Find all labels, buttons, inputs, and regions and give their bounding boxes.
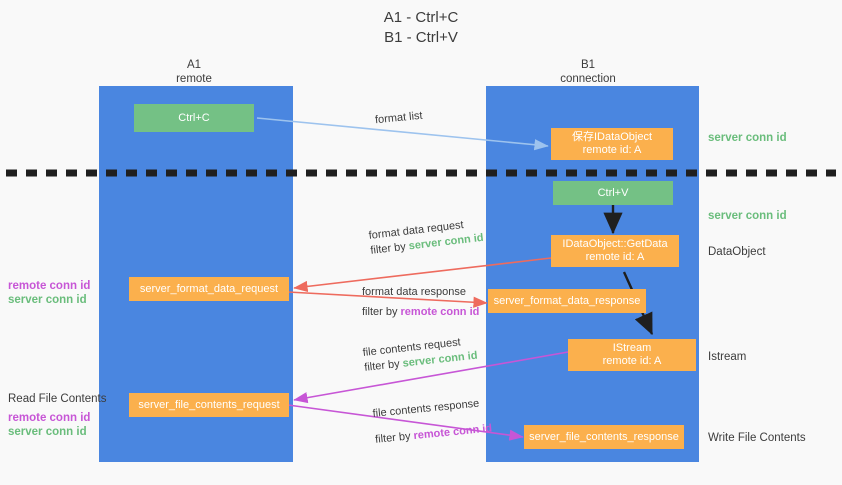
node-getdata-line2: remote id: A <box>585 251 645 263</box>
edge-label-format-list: format list <box>374 109 423 128</box>
node-save-idataobject-line2: remote id: A <box>582 144 642 156</box>
edge-label-file-contents-request: file contents request filter by server c… <box>362 334 478 376</box>
edge-label-fmt-resp-filter-prefix: filter by <box>362 306 401 318</box>
node-ctrl-c[interactable]: Ctrl+C <box>134 104 254 132</box>
label-read-file-contents: Read File Contents <box>8 393 107 405</box>
edge-label-fmt-req-filter-prefix: filter by <box>369 240 410 257</box>
node-ctrl-c-label: Ctrl+C <box>178 111 210 124</box>
node-file-req-label: server_file_contents_request <box>138 398 280 411</box>
lane-header-a1: A1 remote <box>134 58 254 86</box>
node-server-file-contents-response[interactable]: server_file_contents_response <box>524 425 684 449</box>
node-save-idataobject[interactable]: 保存IDataObject remote id: A <box>551 128 673 160</box>
lane-header-a1-name: A1 <box>186 59 202 71</box>
node-istream-line1: IStream <box>612 342 652 354</box>
label-server-conn-id-mid: server conn id <box>708 210 787 222</box>
label-write-file-contents: Write File Contents <box>708 432 806 444</box>
edge-label-format-data-request: format data request filter by server con… <box>368 216 484 259</box>
edge-label-format-list-text: format list <box>374 109 424 127</box>
lane-header-b1: B1 connection <box>528 58 648 86</box>
lane-header-a1-sub: remote <box>176 73 212 85</box>
node-file-resp-label: server_file_contents_response <box>529 430 679 443</box>
node-ctrl-v[interactable]: Ctrl+V <box>553 181 673 205</box>
lane-header-b1-sub: connection <box>560 73 616 85</box>
label-remote-conn-id-1: remote conn id <box>8 280 91 292</box>
label-server-conn-id-2: server conn id <box>8 426 87 438</box>
node-fmt-resp-label: server_format_data_response <box>493 294 641 307</box>
node-save-idataobject-line1: 保存IDataObject <box>571 131 653 143</box>
label-remote-conn-id-2: remote conn id <box>8 412 91 424</box>
node-fmt-req-label: server_format_data_request <box>139 282 279 295</box>
node-istream[interactable]: IStream remote id: A <box>568 339 696 371</box>
lane-header-b1-name: B1 <box>580 59 596 71</box>
edge-label-fmt-resp-text: format data response <box>362 286 466 298</box>
edge-label-format-data-response: format data response filter by remote co… <box>362 285 479 320</box>
node-istream-line2: remote id: A <box>602 355 662 367</box>
edge-label-file-resp-filter-prefix: filter by <box>374 430 415 446</box>
edge-label-file-contents-response: file contents response filter by remote … <box>372 396 493 448</box>
page-title: A1 - Ctrl+C B1 - Ctrl+V <box>0 8 842 48</box>
title-line-2: B1 - Ctrl+V <box>384 29 458 46</box>
node-server-format-data-response[interactable]: server_format_data_response <box>488 289 646 313</box>
label-dataobject: DataObject <box>708 246 766 258</box>
edge-label-fmt-resp-filter-key: remote conn id <box>400 306 480 318</box>
node-server-format-data-request[interactable]: server_format_data_request <box>129 277 289 301</box>
node-getdata-line1: IDataObject::GetData <box>562 238 668 250</box>
node-idataobject-getdata[interactable]: IDataObject::GetData remote id: A <box>551 235 679 267</box>
node-server-file-contents-request[interactable]: server_file_contents_request <box>129 393 289 417</box>
edge-label-file-resp-filter-key: remote conn id <box>412 422 493 443</box>
title-line-1: A1 - Ctrl+C <box>383 9 459 26</box>
label-istream: Istream <box>708 351 747 363</box>
edge-label-file-req-filter-prefix: filter by <box>363 357 404 374</box>
label-server-conn-id-top: server conn id <box>708 132 787 144</box>
edge-label-file-resp-text: file contents response <box>372 397 480 420</box>
label-server-conn-id-1: server conn id <box>8 294 87 306</box>
node-ctrl-v-label: Ctrl+V <box>597 186 629 199</box>
